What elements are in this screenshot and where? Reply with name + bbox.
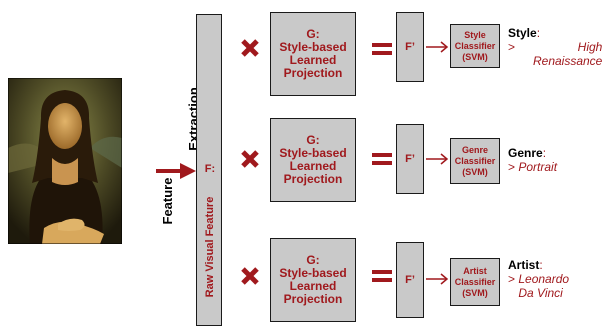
equals-icon: [372, 153, 392, 165]
arrow-icon: [426, 41, 449, 53]
output-key: Style: [508, 26, 537, 40]
classifier-box: Genre Classifier (SVM): [450, 138, 500, 184]
output-label: Genre: > Portrait: [508, 146, 558, 174]
classifier-box: Artist Classifier (SVM): [450, 258, 500, 306]
output-sep: :: [542, 146, 547, 160]
output-label: Artist: > Leonardo Da Vinci: [508, 258, 570, 300]
f-prime-box: F’: [396, 124, 424, 194]
raw-feature-box: F: Raw Visual Feature: [196, 14, 222, 326]
output-label: Style: > High Renaissance: [508, 26, 603, 68]
raw-feature-f-label: F:: [204, 163, 216, 175]
output-key: Genre: [508, 146, 543, 160]
projection-box: G: Style-based Learned Projection: [270, 238, 356, 322]
equals-icon: [372, 43, 392, 55]
equals-icon: [372, 270, 392, 282]
output-sep: :: [539, 258, 543, 272]
output-value: Leonardo Da Vinci: [518, 272, 570, 300]
f-prime-box: F’: [396, 242, 424, 318]
multiply-icon: [241, 39, 259, 57]
arrow-icon: [426, 273, 449, 285]
arrow-icon: [426, 153, 449, 165]
output-sep: :: [536, 26, 541, 40]
output-key: Artist: [508, 258, 540, 272]
mona-lisa-painting: [8, 78, 122, 244]
f-prime-box: F’: [396, 12, 424, 82]
multiply-icon: [241, 267, 259, 285]
classifier-box: Style Classifier (SVM): [450, 24, 500, 68]
multiply-icon: [241, 150, 259, 168]
projection-box: G: Style-based Learned Projection: [270, 118, 356, 202]
output-value: Portrait: [518, 160, 558, 174]
output-value: High Renaissance: [532, 40, 603, 68]
raw-feature-text: Raw Visual Feature: [204, 196, 216, 298]
projection-box: G: Style-based Learned Projection: [270, 12, 356, 96]
